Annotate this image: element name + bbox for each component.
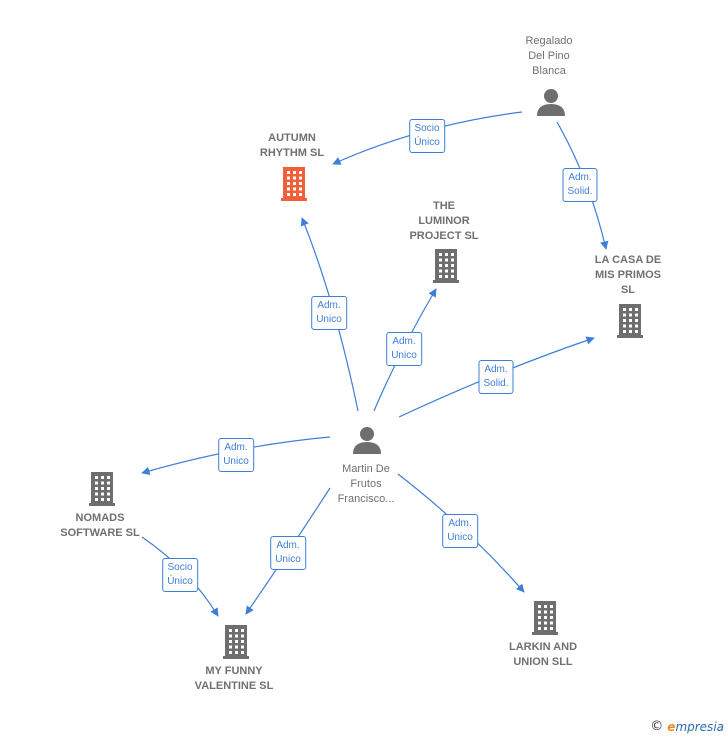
edge-label-martin-to-autumn[interactable]: Adm. Unico bbox=[311, 296, 347, 330]
building-icon-casa[interactable] bbox=[617, 304, 643, 338]
footer-brand[interactable]: © empresia bbox=[650, 719, 724, 734]
node-label-line: PROJECT SL bbox=[409, 230, 479, 242]
copyright-symbol: © bbox=[650, 719, 664, 734]
node-label-line: Martin De bbox=[342, 463, 390, 475]
edge-label-line: Adm. bbox=[484, 364, 508, 375]
edge-label-line: Adm. bbox=[317, 300, 341, 311]
edge-label-line: Socio bbox=[167, 562, 193, 573]
edge-label-line: Único bbox=[414, 137, 440, 148]
brand-name: mpresia bbox=[675, 719, 724, 734]
node-label-larkin[interactable]: LARKIN AND UNION SLL bbox=[509, 640, 577, 670]
node-label-line: SOFTWARE SL bbox=[60, 527, 140, 539]
edge-label-line: Único bbox=[167, 576, 193, 587]
node-label-casa[interactable]: LA CASA DE MIS PRIMOS SL bbox=[595, 253, 661, 298]
person-icon-martin[interactable] bbox=[353, 427, 381, 454]
node-label-nomads[interactable]: NOMADS SOFTWARE SL bbox=[60, 511, 139, 541]
building-icon-autumn[interactable] bbox=[281, 167, 307, 201]
node-label-line: Francisco... bbox=[337, 493, 395, 505]
edge-label-line: Unico bbox=[391, 350, 417, 361]
brand-initial: e bbox=[667, 719, 676, 734]
building-icon-luminor[interactable] bbox=[433, 249, 459, 283]
edge-label-line: Unico bbox=[447, 532, 473, 543]
edge-label-line: Adm. bbox=[224, 442, 248, 453]
node-label-line: UNION SLL bbox=[513, 656, 573, 668]
edge-label-line: Unico bbox=[275, 554, 301, 565]
edge-label-line: Adm. bbox=[276, 540, 300, 551]
edge-label-line: Adm. bbox=[568, 172, 592, 183]
node-label-line: LUMINOR bbox=[418, 215, 470, 227]
edge-label-martin-to-larkin[interactable]: Adm. Unico bbox=[442, 514, 478, 548]
edge-label-line: Socio bbox=[414, 123, 440, 134]
edge-label-martin-to-luminor[interactable]: Adm. Unico bbox=[386, 332, 422, 366]
node-label-line: RHYTHM SL bbox=[259, 147, 325, 159]
building-icon-funny[interactable] bbox=[223, 625, 249, 659]
node-label-luminor[interactable]: THE LUMINOR PROJECT SL bbox=[409, 199, 478, 244]
node-label-line: SL bbox=[620, 284, 636, 296]
node-label-autumn[interactable]: AUTUMN RHYTHM SL bbox=[260, 131, 324, 161]
edge-label-line: Adm. bbox=[392, 336, 416, 347]
node-label-funny[interactable]: MY FUNNY VALENTINE SL bbox=[195, 664, 274, 694]
edge-label-martin-to-casa[interactable]: Adm. Solid. bbox=[478, 360, 514, 394]
node-label-line: LA CASA DE bbox=[594, 254, 662, 266]
edges-layer bbox=[141, 111, 609, 617]
node-label-line: VALENTINE SL bbox=[194, 680, 274, 692]
edge-label-line: Solid. bbox=[483, 378, 509, 389]
node-label-line: Del Pino bbox=[528, 50, 570, 62]
person-icon-regalado[interactable] bbox=[537, 89, 565, 116]
edge-label-line: Adm. bbox=[448, 518, 472, 529]
node-label-line: THE bbox=[432, 200, 455, 212]
edge-label-line: Solid. bbox=[567, 186, 593, 197]
node-label-line: MY FUNNY bbox=[205, 665, 263, 677]
node-label-line: AUTUMN bbox=[268, 132, 316, 144]
edge-label-martin-to-funny[interactable]: Adm. Unico bbox=[270, 536, 306, 570]
edge-label-regalado-to-casa[interactable]: Adm. Solid. bbox=[562, 168, 598, 202]
brand-logo: empresia bbox=[667, 720, 724, 734]
node-label-line: LARKIN AND bbox=[508, 641, 578, 653]
node-label-line: Blanca bbox=[532, 65, 566, 77]
node-label-line: MIS PRIMOS bbox=[594, 269, 662, 281]
edge-label-line: Unico bbox=[223, 456, 249, 467]
edge-label-martin-to-nomads[interactable]: Adm. Unico bbox=[218, 438, 254, 472]
building-icon-nomads[interactable] bbox=[89, 472, 115, 506]
node-label-line: Frutos bbox=[350, 478, 382, 490]
icons-layer bbox=[89, 89, 643, 659]
node-label-line: NOMADS bbox=[75, 512, 125, 524]
node-label-line: Regalado bbox=[525, 35, 573, 47]
edge-label-line: Unico bbox=[316, 314, 342, 325]
building-icon-larkin[interactable] bbox=[532, 601, 558, 635]
